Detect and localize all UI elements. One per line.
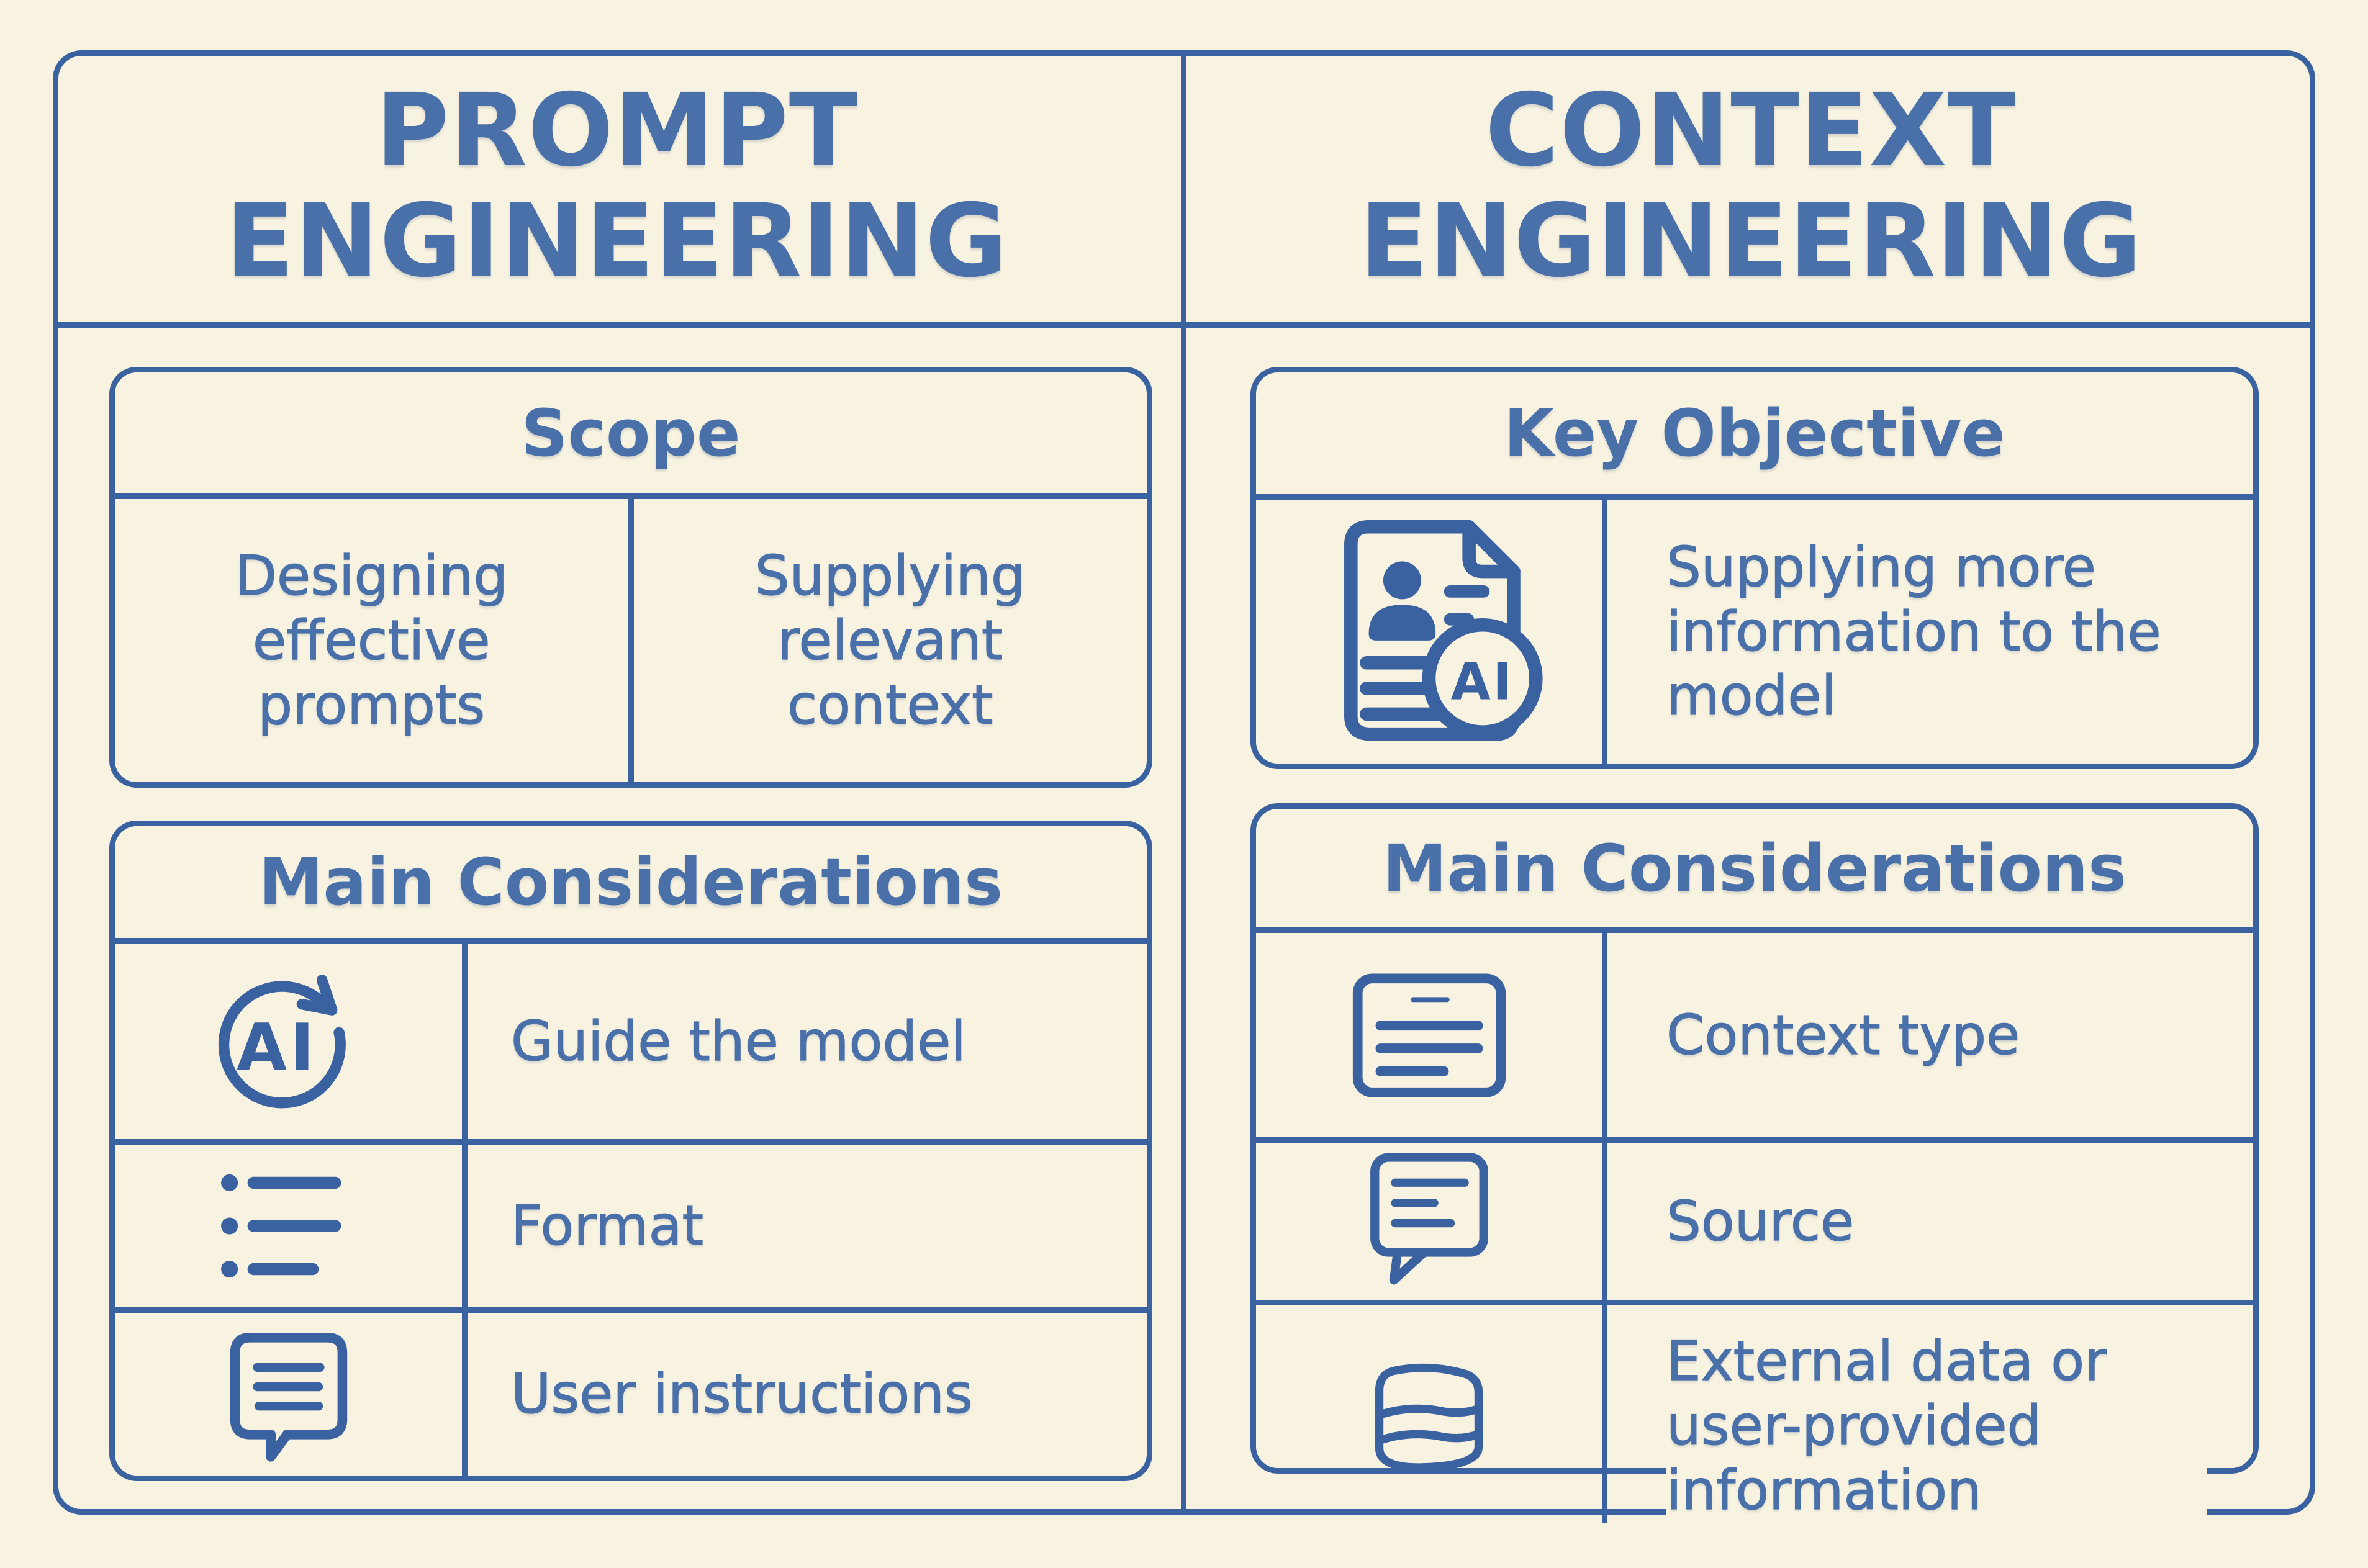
key-objective-text: Supplying more information to the model xyxy=(1666,534,2161,728)
document-ai-icon: AI xyxy=(1256,500,1607,764)
document-lines-icon xyxy=(1256,933,1607,1137)
key-objective-body: AI Supplying more information to the mod… xyxy=(1256,500,2253,764)
key-objective-box: Key Objective AI Supplying m xyxy=(1250,367,2259,769)
left-considerations-rows: AI Guide the model xyxy=(115,944,1147,1476)
row-text-cell: Guide the model xyxy=(468,944,1147,1139)
ai-circle-label: AI xyxy=(1451,652,1514,711)
row-text-cell: Format xyxy=(468,1145,1147,1307)
table-row: External data or user-provided informati… xyxy=(1256,1300,2253,1541)
table-row: Source xyxy=(1256,1137,2253,1300)
bullet-list-icon xyxy=(115,1145,468,1307)
center-divider xyxy=(1181,50,1186,1515)
row-label: Format xyxy=(510,1193,704,1258)
row-label: External data or user-provided informati… xyxy=(1666,1323,2207,1541)
left-title-line1: PROMPT xyxy=(375,72,859,189)
key-objective-text-cell: Supplying more information to the model xyxy=(1607,500,2253,764)
scope-cell-1: Designing effective prompts xyxy=(115,499,628,782)
left-title-line2: ENGINEERING xyxy=(225,183,1008,300)
row-text-cell: External data or user-provided informati… xyxy=(1607,1305,2253,1541)
ai-cycle-label: AI xyxy=(236,1009,317,1085)
scope-heading: Scope xyxy=(115,372,1147,499)
row-label: User instructions xyxy=(510,1361,973,1426)
right-title-line1: CONTEXT xyxy=(1485,72,2017,189)
table-row: User instructions xyxy=(115,1307,1147,1476)
table-row: Context type xyxy=(1256,933,2253,1137)
key-objective-heading: Key Objective xyxy=(1256,372,2253,500)
chat-bubble-icon xyxy=(115,1313,468,1476)
row-label: Source xyxy=(1666,1189,1855,1253)
table-row: AI Guide the model xyxy=(115,944,1147,1139)
right-considerations-box: Main Considerations Context type xyxy=(1250,803,2259,1541)
left-panel-title: PROMPT ENGINEERING xyxy=(53,50,1181,322)
row-label: Context type xyxy=(1666,1003,2020,1067)
row-text-cell: Source xyxy=(1607,1143,2253,1300)
left-considerations-heading: Main Considerations xyxy=(115,826,1147,944)
right-considerations-rows: Context type Source xyxy=(1256,933,2253,1541)
right-panel-title: CONTEXT ENGINEERING xyxy=(1186,50,2315,322)
row-text-cell: Context type xyxy=(1607,933,2253,1137)
scope-box: Scope Designing effective prompts Supply… xyxy=(109,367,1152,788)
title-underline xyxy=(53,322,2315,328)
right-title-line2: ENGINEERING xyxy=(1359,183,2143,300)
right-considerations-heading: Main Considerations xyxy=(1256,809,2253,933)
scope-cell-2-text: Supplying relevant context xyxy=(754,544,1026,737)
ai-cycle-icon: AI xyxy=(115,944,468,1139)
row-text-cell: User instructions xyxy=(468,1313,1147,1476)
left-considerations-box: Main Considerations AI Guide the model xyxy=(109,821,1152,1481)
row-label: Guide the model xyxy=(510,1009,966,1073)
speech-bubble-icon xyxy=(1256,1143,1607,1300)
database-icon xyxy=(1256,1305,1607,1524)
table-row: Format xyxy=(115,1139,1147,1307)
scope-cell-1-text: Designing effective prompts xyxy=(235,544,508,737)
scope-columns: Designing effective prompts Supplying re… xyxy=(115,499,1147,782)
scope-cell-2: Supplying relevant context xyxy=(628,499,1147,782)
